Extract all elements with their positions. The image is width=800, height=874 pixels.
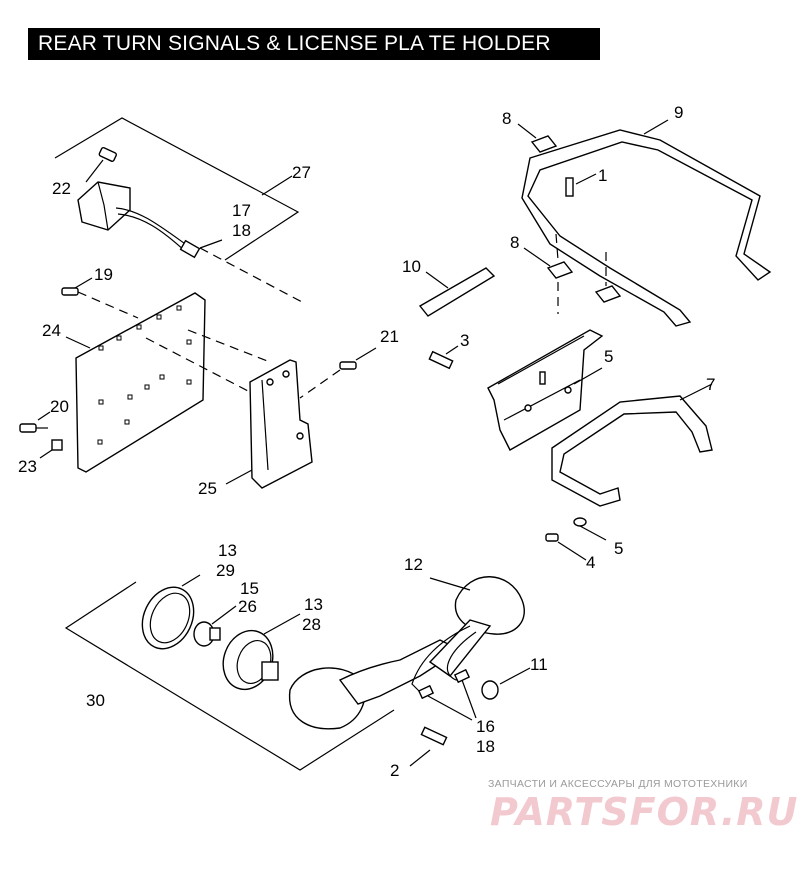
callout-4: 4: [586, 553, 595, 572]
part-11-nut: [481, 667, 531, 700]
callout-8b: 8: [510, 233, 519, 252]
callout-27: 27: [292, 163, 311, 182]
callout-26: 26: [238, 597, 257, 616]
part-19-screw: [61, 277, 139, 319]
part-5-bracket: [487, 329, 604, 451]
part-8-clip-low: [594, 285, 622, 303]
part-5-washer: [573, 517, 607, 541]
callout-19: 19: [94, 265, 113, 284]
callout-28: 28: [302, 615, 321, 634]
part-9-rail: [521, 119, 772, 327]
part-10-strip: [418, 267, 496, 317]
part-23-nut: [39, 439, 63, 459]
callout-13a: 13: [218, 541, 237, 560]
callout-29: 29: [216, 561, 235, 580]
callout-20: 20: [50, 397, 69, 416]
part-20-screw: [19, 411, 51, 433]
part-8-clip-mid: [523, 247, 574, 279]
part-26-bulb: [193, 605, 237, 647]
group-30-bracket: [64, 581, 395, 771]
callout-5a: 5: [604, 347, 613, 366]
callout-13b: 13: [304, 595, 323, 614]
part-25-bracket: [225, 359, 313, 489]
callout-23: 23: [18, 457, 37, 476]
watermark-caption: ЗАПЧАСТИ И АКСЕССУАРЫ ДЛЯ МОТОТЕХНИКИ: [488, 778, 748, 790]
callout-16: 16: [476, 717, 495, 736]
part-4-screw: [545, 533, 587, 561]
part-28-housing: [222, 613, 301, 691]
watermark-logo: PARTSFOR.RU: [490, 790, 799, 834]
part-8-clip-top: [517, 123, 558, 153]
callout-24: 24: [42, 321, 61, 340]
license-lamp-housing: [77, 181, 223, 259]
part-7-rail: [551, 383, 713, 507]
callout-7: 7: [706, 375, 715, 394]
callout-22: 22: [52, 179, 71, 198]
callout-25: 25: [198, 479, 217, 498]
callout-10: 10: [402, 257, 421, 276]
turn-signal-right: [428, 576, 525, 677]
callout-3: 3: [460, 331, 469, 350]
part-21-screw: [299, 347, 377, 399]
callout-21: 21: [380, 327, 399, 346]
callout-15: 15: [240, 579, 259, 598]
callout-1: 1: [598, 166, 607, 185]
callout-17: 17: [232, 201, 251, 220]
part-24-plate-bracket: [65, 292, 206, 473]
part-29-lens: [141, 574, 201, 650]
diagram-title: REAR TURN SIGNALS & LICENSE PLA TE HOLDE…: [28, 28, 600, 60]
wire-harness: [411, 625, 477, 721]
callout-30: 30: [86, 691, 105, 710]
turn-signal-left: [288, 639, 462, 730]
group-27-bracket: [54, 117, 300, 261]
callout-12: 12: [404, 555, 423, 574]
callout-18b: 18: [476, 737, 495, 756]
part-3-bolt: [428, 345, 459, 370]
part-22-bulb: [85, 146, 117, 183]
callout-2: 2: [390, 761, 399, 780]
part-2-bolt: [409, 726, 448, 767]
callout-5b: 5: [614, 539, 623, 558]
callout-9: 9: [674, 103, 683, 122]
part-1-bolt: [565, 173, 597, 197]
callout-11: 11: [530, 655, 548, 674]
callout-18a: 18: [232, 221, 251, 240]
callout-8a: 8: [502, 109, 511, 128]
